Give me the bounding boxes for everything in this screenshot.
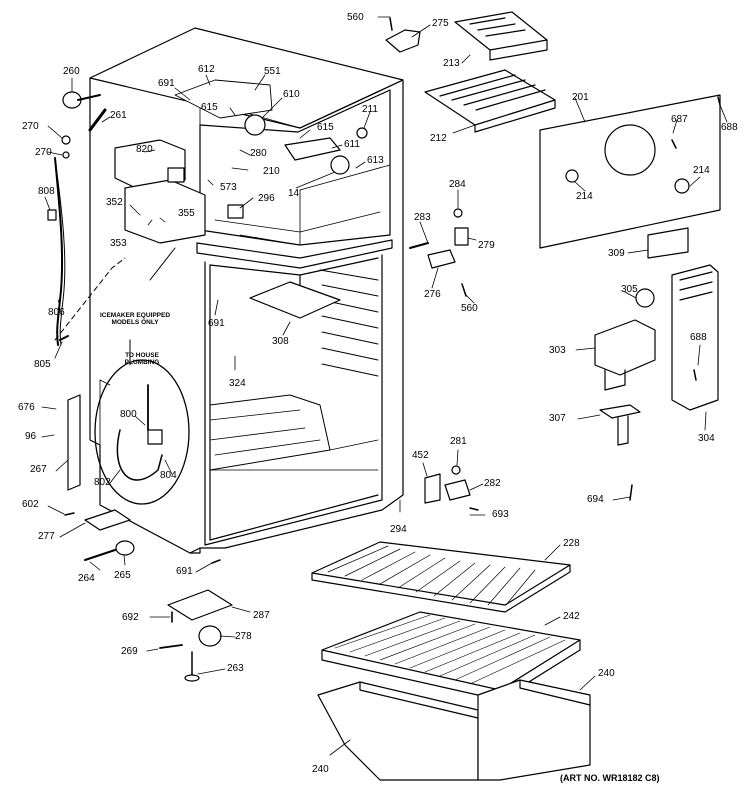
part-label: 270: [35, 147, 52, 158]
part-label: 307: [549, 413, 566, 424]
part-label: 805: [34, 359, 51, 370]
part-label: 240: [598, 668, 615, 679]
icemaker-note: ICEMAKER EQUIPPED MODELS ONLY: [99, 312, 171, 326]
part-label: 228: [563, 538, 580, 549]
part-label: 284: [449, 179, 466, 190]
part-label: 693: [492, 509, 509, 520]
part-label: 602: [22, 499, 39, 510]
part-label: 276: [424, 289, 441, 300]
part-label: 240: [312, 764, 329, 775]
part-label: 611: [344, 139, 360, 150]
part-label: 96: [25, 431, 37, 442]
part-label: 573: [220, 182, 237, 193]
plumbing-note: TO HOUSE PLUMBING: [124, 352, 160, 366]
part-label: 201: [572, 92, 589, 103]
part-label: 275: [432, 18, 449, 29]
plumbing-inset-circle: [94, 359, 190, 505]
part-label: 267: [30, 464, 47, 475]
part-label: 265: [114, 570, 131, 581]
part-label: 804: [160, 470, 177, 481]
part-label: 353: [110, 238, 127, 249]
part-label: 264: [78, 573, 95, 584]
air-duct-304: [671, 264, 719, 411]
part-label: 283: [414, 212, 431, 223]
part-label: 691: [208, 318, 225, 329]
part-label: 355: [178, 208, 195, 219]
part-label: 213: [443, 58, 460, 69]
part-label: 214: [576, 191, 593, 202]
part-label: 14: [288, 188, 300, 199]
part-label: 281: [450, 436, 467, 447]
ice-tray-213: [454, 11, 548, 51]
part-label: 277: [38, 531, 55, 542]
part-label: 294: [390, 524, 407, 535]
part-label: 287: [253, 610, 270, 621]
part-label: 352: [106, 197, 123, 208]
part-label: 279: [478, 240, 495, 251]
part-label: 612: [198, 64, 215, 75]
part-label: 296: [258, 193, 275, 204]
refrigerator-cabinet: [89, 27, 404, 554]
crisper-drawer-240-left: [317, 681, 479, 781]
part-label: 691: [176, 566, 193, 577]
part-label: 304: [698, 433, 715, 444]
part-label: 260: [63, 66, 80, 77]
part-label: 560: [461, 303, 478, 314]
leader-lines: [41, 16, 728, 756]
part-label: 303: [549, 345, 566, 356]
part-label: 308: [272, 336, 289, 347]
part-label: 687: [671, 114, 688, 125]
part-label: 305: [621, 284, 638, 295]
part-label: 802: [94, 477, 111, 488]
part-label: 688: [690, 332, 707, 343]
art-number: (ART NO. WR18182 C8): [560, 773, 660, 783]
part-label: 280: [250, 148, 267, 159]
part-label: 211: [362, 104, 378, 115]
part-label: 800: [120, 409, 137, 420]
part-label: 691: [158, 78, 175, 89]
part-label: 615: [201, 102, 218, 113]
part-label: 278: [235, 631, 252, 642]
control-housing-303: [594, 319, 656, 376]
part-label: 692: [122, 612, 139, 623]
part-label: 261: [110, 110, 127, 121]
part-label: 688: [721, 122, 738, 133]
part-label: 676: [18, 402, 35, 413]
part-label: 270: [22, 121, 39, 132]
part-label: 282: [484, 478, 501, 489]
part-label: 452: [412, 450, 429, 461]
part-label: 806: [48, 307, 65, 318]
part-label: 551: [264, 66, 281, 77]
part-label: 214: [693, 165, 710, 176]
part-label: 820: [136, 144, 153, 155]
evaporator-cover-201: [539, 94, 721, 249]
part-label: 808: [38, 186, 55, 197]
part-label: 269: [121, 646, 138, 657]
part-label: 694: [587, 494, 604, 505]
part-label: 610: [283, 89, 300, 100]
part-label: 324: [229, 378, 246, 389]
part-label: 613: [367, 155, 384, 166]
crisper-drawer-240-right: [477, 679, 591, 781]
part-label: 242: [563, 611, 580, 622]
part-label: 263: [227, 663, 244, 674]
part-label: 615: [317, 122, 334, 133]
part-label: 560: [347, 12, 364, 23]
part-label: 210: [263, 166, 280, 177]
part-label: 212: [430, 133, 447, 144]
part-label: 309: [608, 248, 625, 259]
